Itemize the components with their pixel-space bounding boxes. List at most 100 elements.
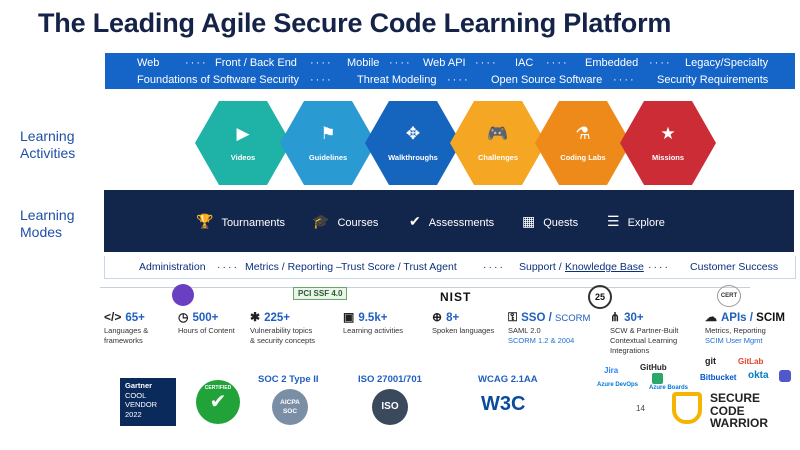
brand-line: WARRIOR (710, 416, 768, 430)
aicpa-text: SOC (282, 408, 298, 415)
topics-bar: Web ···· Front / Back End ···· Mobile ··… (105, 53, 795, 89)
mode-explore[interactable]: ☰ Explore (607, 213, 665, 230)
mode-assessments[interactable]: ✔Assessments (409, 213, 494, 230)
topic-mobile: Mobile (347, 57, 380, 69)
move-icon: ✥ (405, 124, 421, 143)
list-icon: ☰ (607, 213, 620, 229)
flask-icon: ⚗ (575, 124, 591, 143)
mode-quests[interactable]: ▦Quests (522, 213, 578, 230)
stat-desc: SAML 2.0 (508, 326, 541, 335)
cert-logo: CERT (717, 285, 741, 307)
stat-desc: Metrics, Reporting (705, 326, 766, 335)
okta-logo: okta (748, 370, 769, 381)
jira-logo: Jira (604, 366, 619, 375)
stat-desc-link: SCIM User Mgmt (705, 336, 763, 345)
gartner-cool-vendor-badge: Gartner COOL VENDOR 2022 (120, 378, 176, 426)
customer-success-item: Customer Success (690, 261, 779, 273)
brand-line: CODE (710, 403, 745, 418)
activity-missions[interactable]: ★ Missions (620, 101, 716, 185)
activity-challenges[interactable]: 🎮 Challenges (450, 101, 546, 185)
topic-embedded: Embedded (585, 57, 639, 69)
video-icon: ▶ (236, 124, 250, 143)
activity-label: Guidelines (308, 153, 348, 162)
stat-value: 30+ (624, 312, 644, 324)
mode-label: Quests (543, 217, 579, 229)
gartner-text: 2022 (125, 409, 142, 419)
mode-label: Explore (627, 217, 665, 229)
key-icon: ⚿ (508, 310, 518, 324)
stat-integrations: ⋔30+ SCW & Partner-Built Contextual Lear… (610, 310, 678, 356)
stat-spoken-languages: ⊕8+ Spoken languages (432, 310, 494, 336)
administration-item: Administration (139, 261, 206, 273)
stat-value: APIs / (721, 312, 753, 324)
azure-devops-logo: Azure DevOps (597, 382, 639, 388)
learning-activities-label: Learning Activities (20, 128, 75, 162)
topic-legacy: Legacy/Specialty (685, 57, 769, 69)
topic-open-source: Open Source Software (491, 74, 603, 86)
github-logo: GitHub (640, 363, 667, 372)
stat-languages: </>65+ Languages & frameworks (104, 310, 148, 346)
activity-guidelines[interactable]: ⚑ Guidelines (280, 101, 376, 185)
azure-boards-logo: Azure Boards (649, 385, 689, 391)
separator: ···· (389, 57, 412, 69)
shield-check-icon: ✔ (409, 213, 421, 229)
learning-modes-bar: 🏆Tournaments 🎓Courses ✔Assessments ▦Ques… (104, 190, 794, 252)
trophy-icon: 🏆 (196, 213, 214, 229)
bug-icon: ✱ (250, 310, 261, 324)
gift-icon: ⚑ (320, 124, 336, 143)
mode-courses[interactable]: 🎓Courses (312, 213, 378, 230)
stat-apis-scim: ☁APIs / SCIM Metrics, Reporting SCIM Use… (705, 310, 785, 346)
stat-value: 65+ (125, 312, 145, 324)
page-title: The Leading Agile Secure Code Learning P… (38, 8, 672, 38)
separator: ···· (447, 74, 470, 86)
stat-value: 225+ (264, 312, 290, 324)
label-line: Learning (20, 207, 75, 223)
soc2-label: SOC 2 Type II (258, 374, 319, 385)
metrics-reporting-item: Metrics / Reporting – (245, 261, 342, 273)
topic-web: Web (137, 57, 160, 69)
stat-desc: & security concepts (250, 336, 316, 345)
topic-threat-modeling: Threat Modeling (357, 74, 437, 86)
stat-desc: Vulnerability topics (250, 326, 313, 335)
certified-text: CERTIFIED (204, 385, 232, 391)
aicpa-soc-badge: AICPA SOC (272, 389, 308, 425)
secure-code-warrior-logo-icon (672, 392, 702, 424)
teams-icon (779, 370, 791, 382)
knowledge-base-link[interactable]: Knowledge Base (565, 261, 644, 273)
stat-value: SSO / (521, 312, 552, 324)
aicpa-text: AICPA (280, 399, 300, 406)
brand-name: SECURE CODE WARRIOR (710, 392, 768, 430)
stat-vulnerability-topics: ✱225+ Vulnerability topics & security co… (250, 310, 315, 346)
mode-tournaments[interactable]: 🏆Tournaments (196, 213, 285, 230)
graduation-cap-icon: 🎓 (312, 213, 330, 229)
topic-foundations: Foundations of Software Security (137, 74, 300, 86)
stat-desc: Hours of Content (178, 326, 235, 335)
activity-coding-labs[interactable]: ⚗ Coding Labs (535, 101, 631, 185)
activity-label: Coding Labs (560, 153, 606, 162)
stat-sso-scorm: ⚿SSO / SCORM SAML 2.0 SCORM 1.2 & 2004 (508, 310, 590, 346)
certified-badge: CERTIFIED ✔ (196, 380, 240, 424)
stat-desc: Contextual Learning (610, 336, 678, 345)
divider (100, 287, 750, 288)
activity-label: Walkthroughs (388, 153, 438, 162)
separator: ···· (310, 57, 333, 69)
activity-videos[interactable]: ▶ Videos (195, 101, 291, 185)
separator: ···· (217, 261, 239, 273)
iso-badge: ISO (372, 389, 408, 425)
separator: ···· (546, 57, 569, 69)
page-number: 14 (636, 404, 645, 413)
topic-iac: IAC (515, 57, 534, 69)
stat-desc: SCW & Partner-Built (610, 326, 679, 335)
topic-security-requirements: Security Requirements (657, 74, 769, 86)
topic-web-api: Web API (423, 57, 466, 69)
stat-desc: frameworks (104, 336, 143, 345)
wcag-label: WCAG 2.1AA (478, 374, 538, 385)
code-icon: </> (104, 310, 122, 324)
stat-value-2: SCIM (756, 312, 785, 324)
gartner-text: Gartner (125, 381, 153, 390)
git-logo: git (705, 356, 716, 366)
administration-bar: Administration ···· Metrics / Reporting … (104, 256, 796, 279)
activity-walkthroughs[interactable]: ✥ Walkthroughs (365, 101, 461, 185)
gamepad-icon: 🎮 (487, 124, 509, 143)
gitlab-logo: GitLab (738, 357, 764, 366)
